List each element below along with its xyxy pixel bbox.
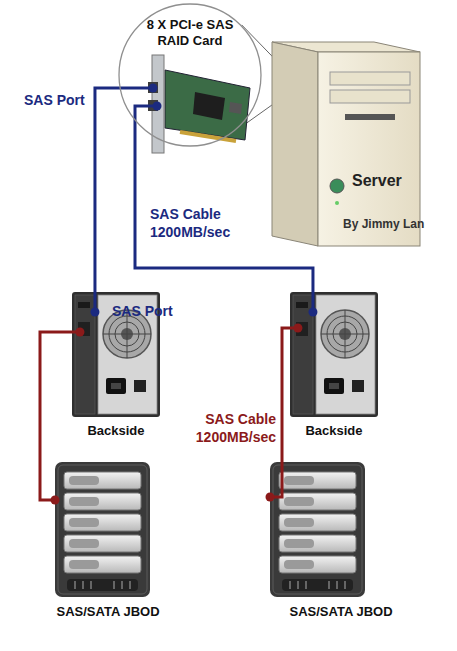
jbod-box: SAS/SATA JBOD: [270, 462, 365, 622]
port-label: SAS Port: [24, 92, 104, 110]
node-label: Backside: [284, 423, 384, 439]
cable-connector-dot: [153, 101, 162, 110]
cable-connector-dot: [293, 324, 302, 333]
raid-card: [148, 55, 250, 153]
jbod-front: [270, 462, 365, 597]
node-label: Backside: [66, 423, 166, 439]
sas-cable: [40, 332, 80, 500]
sas-cable-group: [90, 83, 157, 316]
sas-cable-group: [135, 101, 317, 316]
backside-box: Backside: [290, 292, 378, 442]
cable-connector-dot: [148, 83, 157, 92]
node-label: Server: [352, 171, 424, 191]
cable-connector-dot: [51, 496, 60, 505]
cable-label: SAS Cable 1200MB/sec: [150, 206, 240, 241]
port-label: SAS Port: [112, 303, 192, 321]
node-label: SAS/SATA JBOD: [282, 604, 400, 620]
jbod-box: SAS/SATA JBOD: [55, 462, 150, 622]
node-label: SAS/SATA JBOD: [49, 604, 167, 620]
author-credit: By Jimmy Lan: [343, 217, 433, 232]
magnifier-callout: 8 X PCI-e SAS RAID Card: [118, 3, 262, 147]
jbod-front: [55, 462, 150, 597]
node-label: 8 X PCI-e SAS RAID Card: [140, 17, 240, 50]
sas-cable: [95, 88, 153, 312]
sas-cable-group: [40, 328, 84, 505]
cable-connector-dot: [308, 307, 317, 316]
cable-connector-dot: [90, 307, 99, 316]
cable-label: SAS Cable 1200MB/sec: [180, 411, 276, 446]
enclosure-backside: [290, 292, 378, 417]
cable-connector-dot: [75, 328, 84, 337]
callout-circle-outline: [119, 4, 261, 146]
cable-connector-dot: [266, 493, 275, 502]
server-tower: [272, 42, 420, 246]
